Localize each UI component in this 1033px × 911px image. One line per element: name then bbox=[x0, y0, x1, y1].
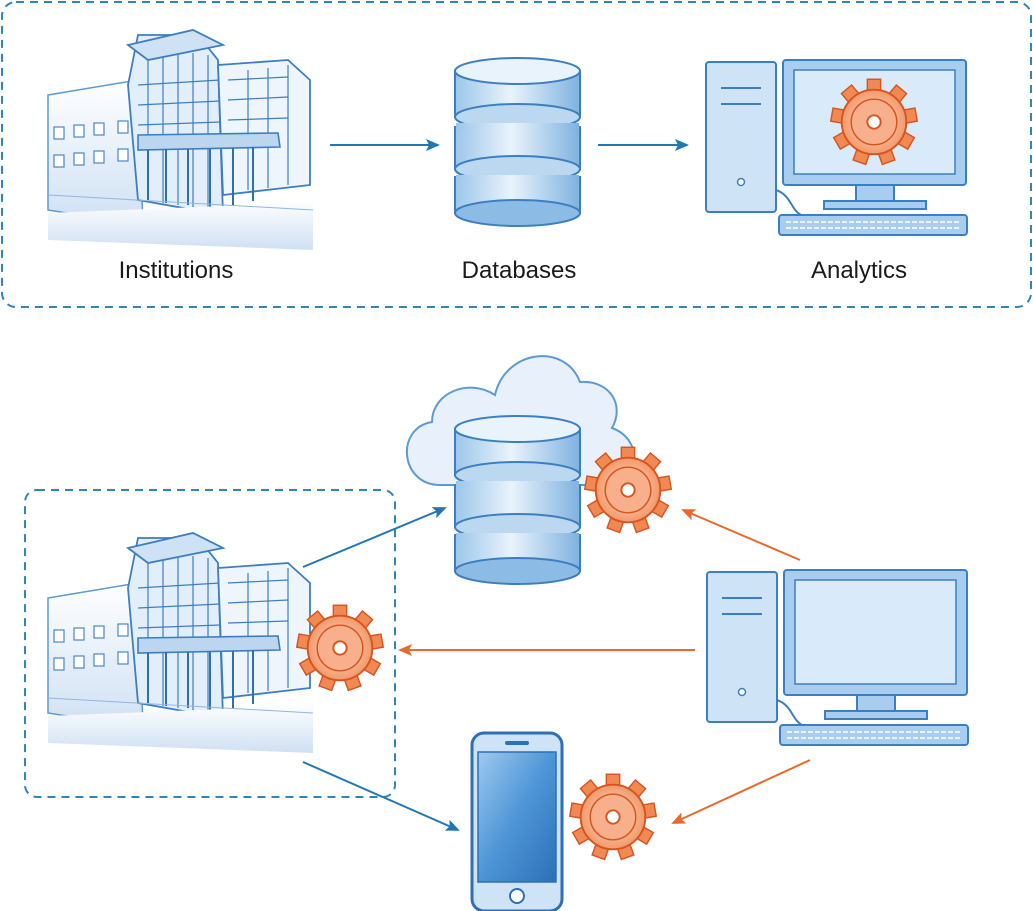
computer-icon bbox=[705, 59, 968, 236]
database-icon bbox=[454, 415, 581, 585]
top-panel-dashed-border bbox=[1, 1, 1032, 308]
label-institutions: Institutions bbox=[118, 257, 234, 284]
arrow-institution-to-cloud-database bbox=[302, 507, 447, 568]
label-databases: Databases bbox=[461, 257, 577, 284]
arrow-institution-to-smartphone bbox=[302, 761, 460, 831]
gear-icon bbox=[583, 446, 673, 534]
computer-icon bbox=[706, 569, 969, 746]
label-analytics: Analytics bbox=[810, 257, 908, 284]
smartphone-icon bbox=[470, 731, 564, 911]
database-icon bbox=[454, 57, 581, 227]
building-icon bbox=[47, 29, 314, 251]
gear-icon bbox=[568, 773, 658, 861]
building-icon bbox=[47, 532, 314, 754]
arrow-analytics-to-smartphone bbox=[671, 759, 811, 824]
arrow-analytics-to-cloud-database bbox=[681, 509, 801, 561]
institution-dashed-border bbox=[24, 489, 396, 798]
